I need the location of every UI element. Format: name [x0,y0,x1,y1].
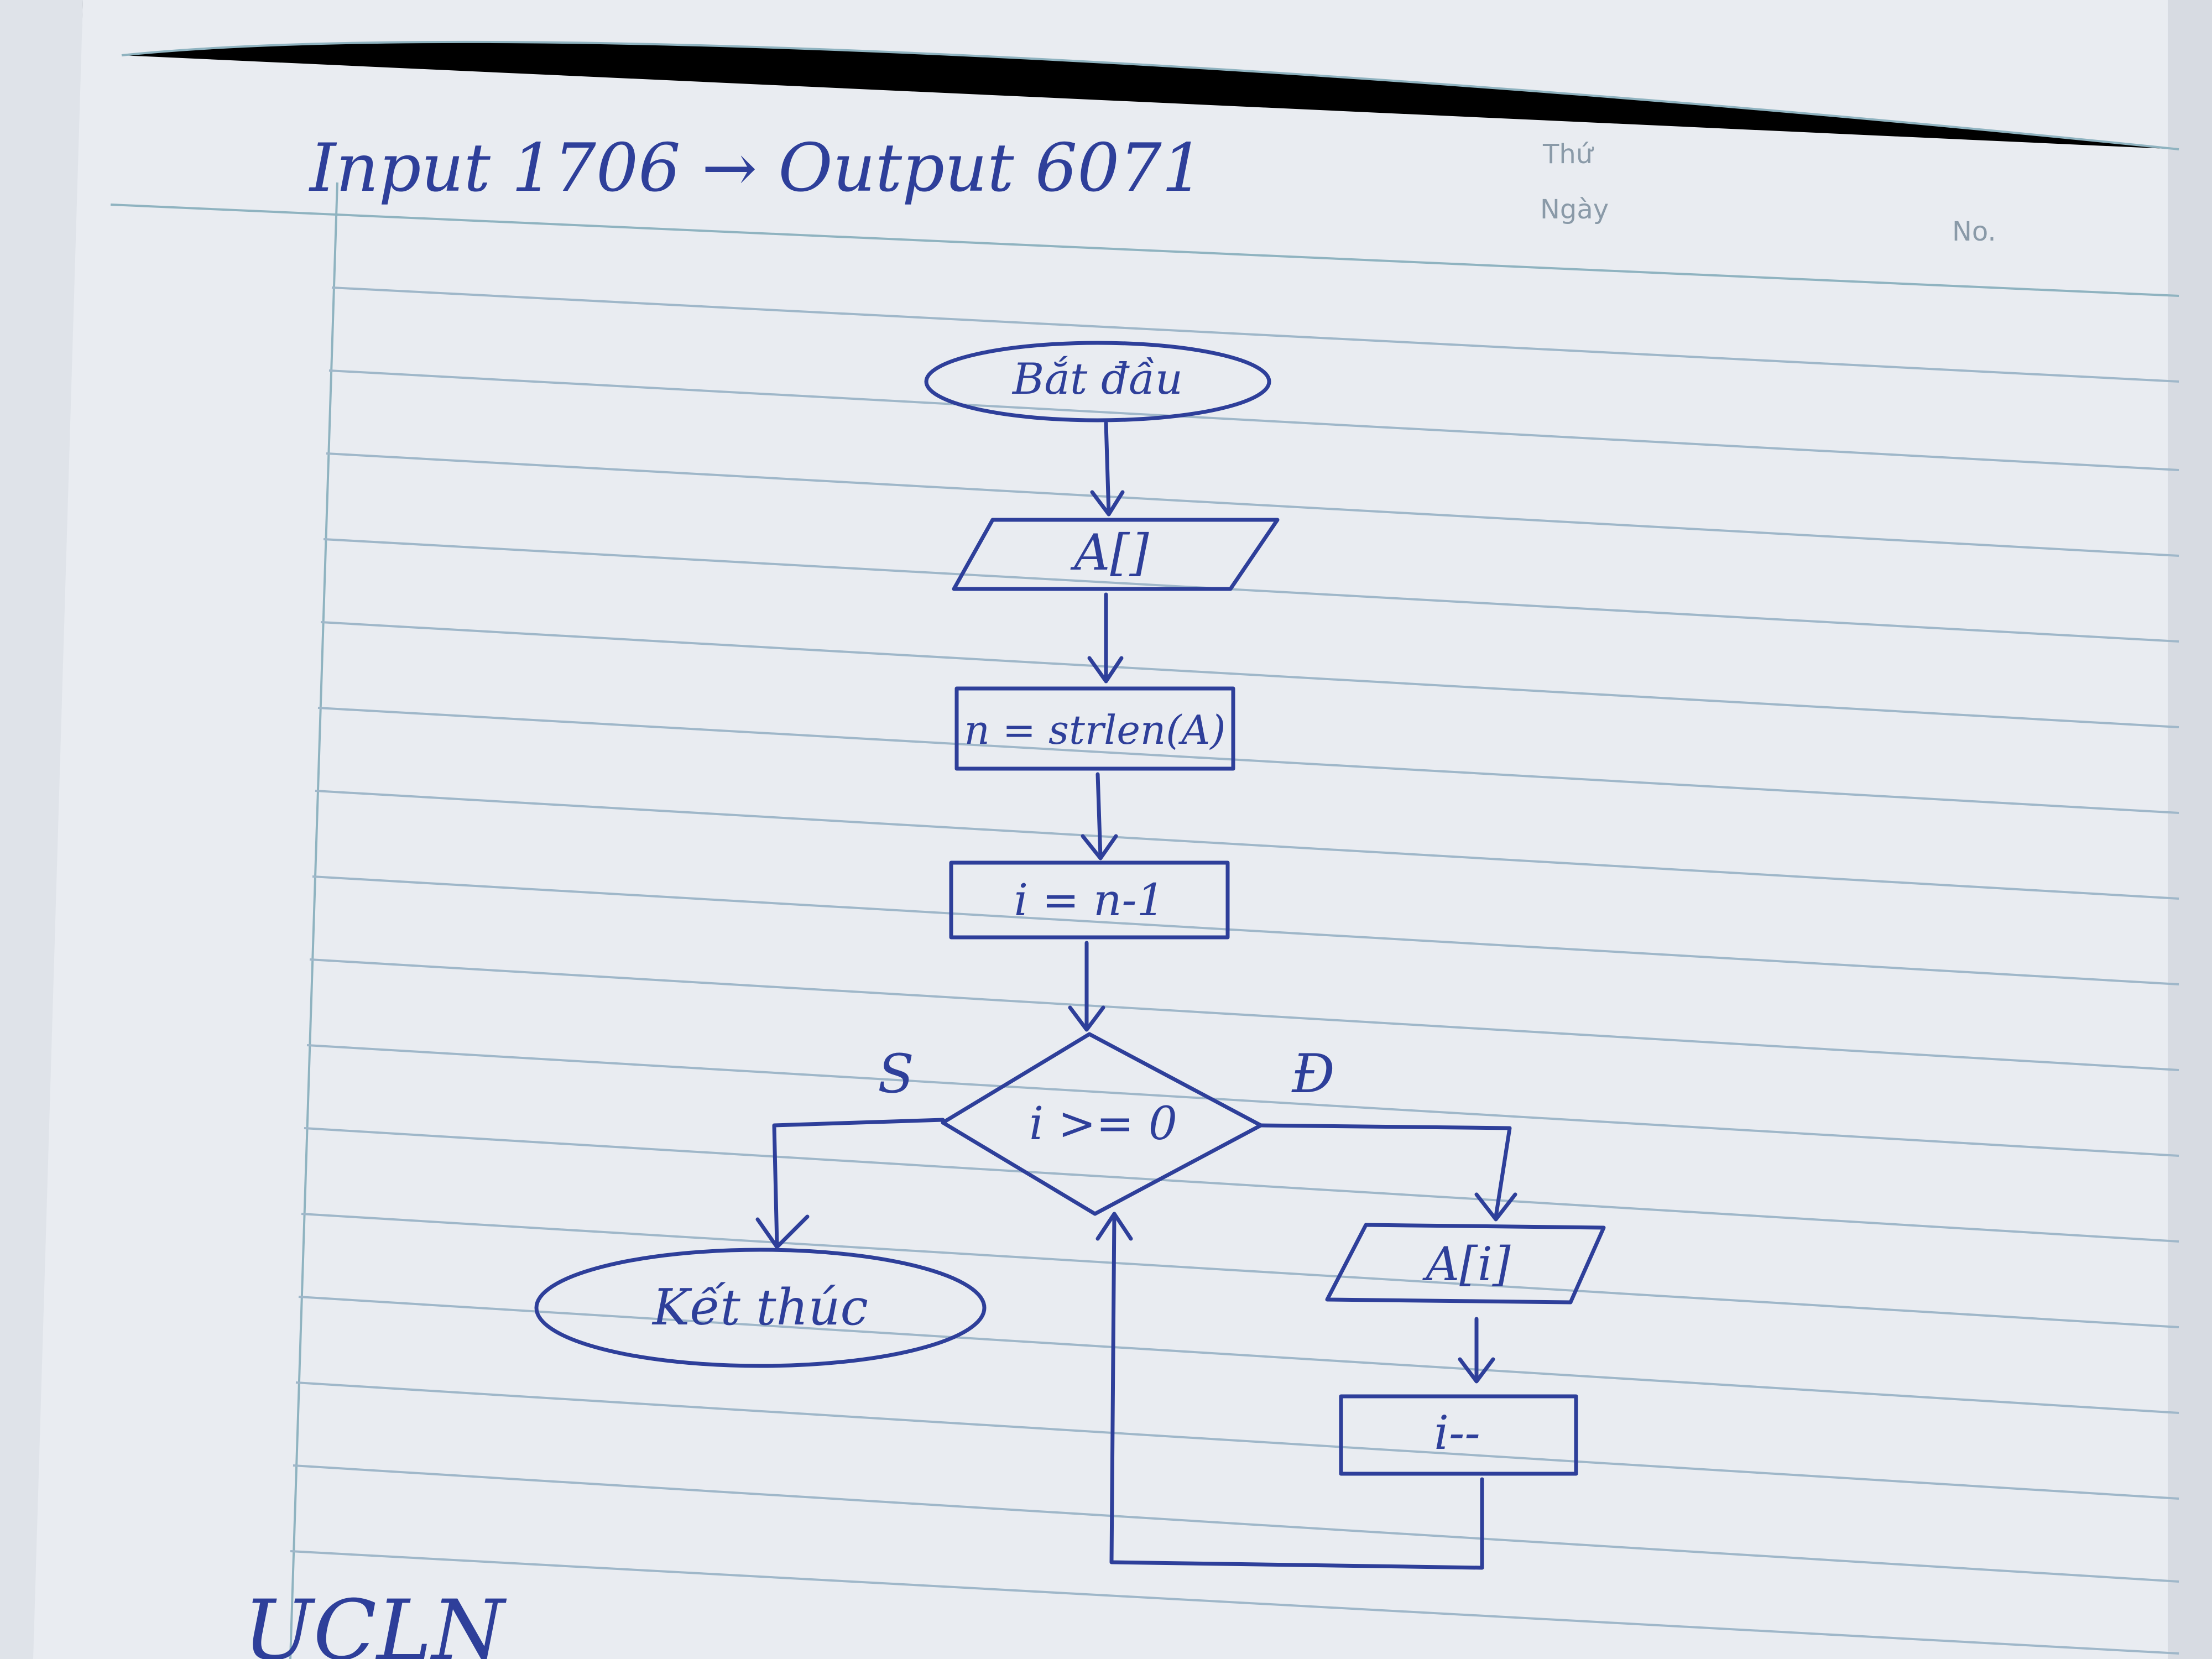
title-handwriting: Input 1706 → Output 6071 [309,130,1204,207]
input-label: A[] [1070,524,1149,582]
end-terminal [534,1248,987,1368]
left-page-edge [0,0,83,1659]
decrement-process-label: i-- [1434,1406,1480,1460]
arrow-1 [1104,421,1111,517]
footer-scribble: UCLN [243,1583,507,1659]
header-bottom-line [110,204,2179,297]
length-process-label: n = strlen(A) [964,707,1226,753]
loop-back-arrowhead [1095,1212,1133,1241]
start-label: Bắt đầu [1011,354,1183,404]
header-top-line [121,40,2179,150]
arrow-3-head [1081,834,1118,860]
paper-sheet [33,0,2212,1659]
end-label: Kết thúc [651,1279,868,1337]
arrow-2-head [1087,656,1124,684]
decrement-process-box [1339,1394,1578,1476]
print-thu: Thứ [1542,139,1594,170]
output-label: A[i] [1422,1237,1510,1291]
true-branch-arrowhead [1474,1192,1517,1222]
false-branch-line [772,1118,945,1246]
margin-line [289,182,338,1659]
true-branch-label: Đ [1291,1043,1334,1105]
decision-label: i >= 0 [1029,1098,1177,1150]
print-ngay: Ngày [1540,194,1609,225]
false-branch-arrowhead [755,1214,810,1249]
arrow-5-head [1458,1357,1495,1384]
print-no: No. [1952,216,1996,247]
init-process-box [949,860,1230,940]
output-parallelogram [1325,1223,1606,1305]
arrow-3 [1095,772,1103,859]
decision-diamond [941,1032,1263,1216]
start-terminal [924,341,1271,422]
paper-shadow [2168,0,2212,1659]
length-process-box [954,686,1235,771]
false-branch-label: S [878,1043,914,1105]
init-process-label: i = n-1 [1014,874,1165,926]
arrow-1-head [1090,490,1125,517]
input-parallelogram [952,518,1280,591]
true-branch-line [1259,1123,1512,1219]
arrow-4-head [1068,1005,1105,1032]
loop-back-line [1109,1212,1484,1570]
ruled-lines [290,286,2179,1655]
